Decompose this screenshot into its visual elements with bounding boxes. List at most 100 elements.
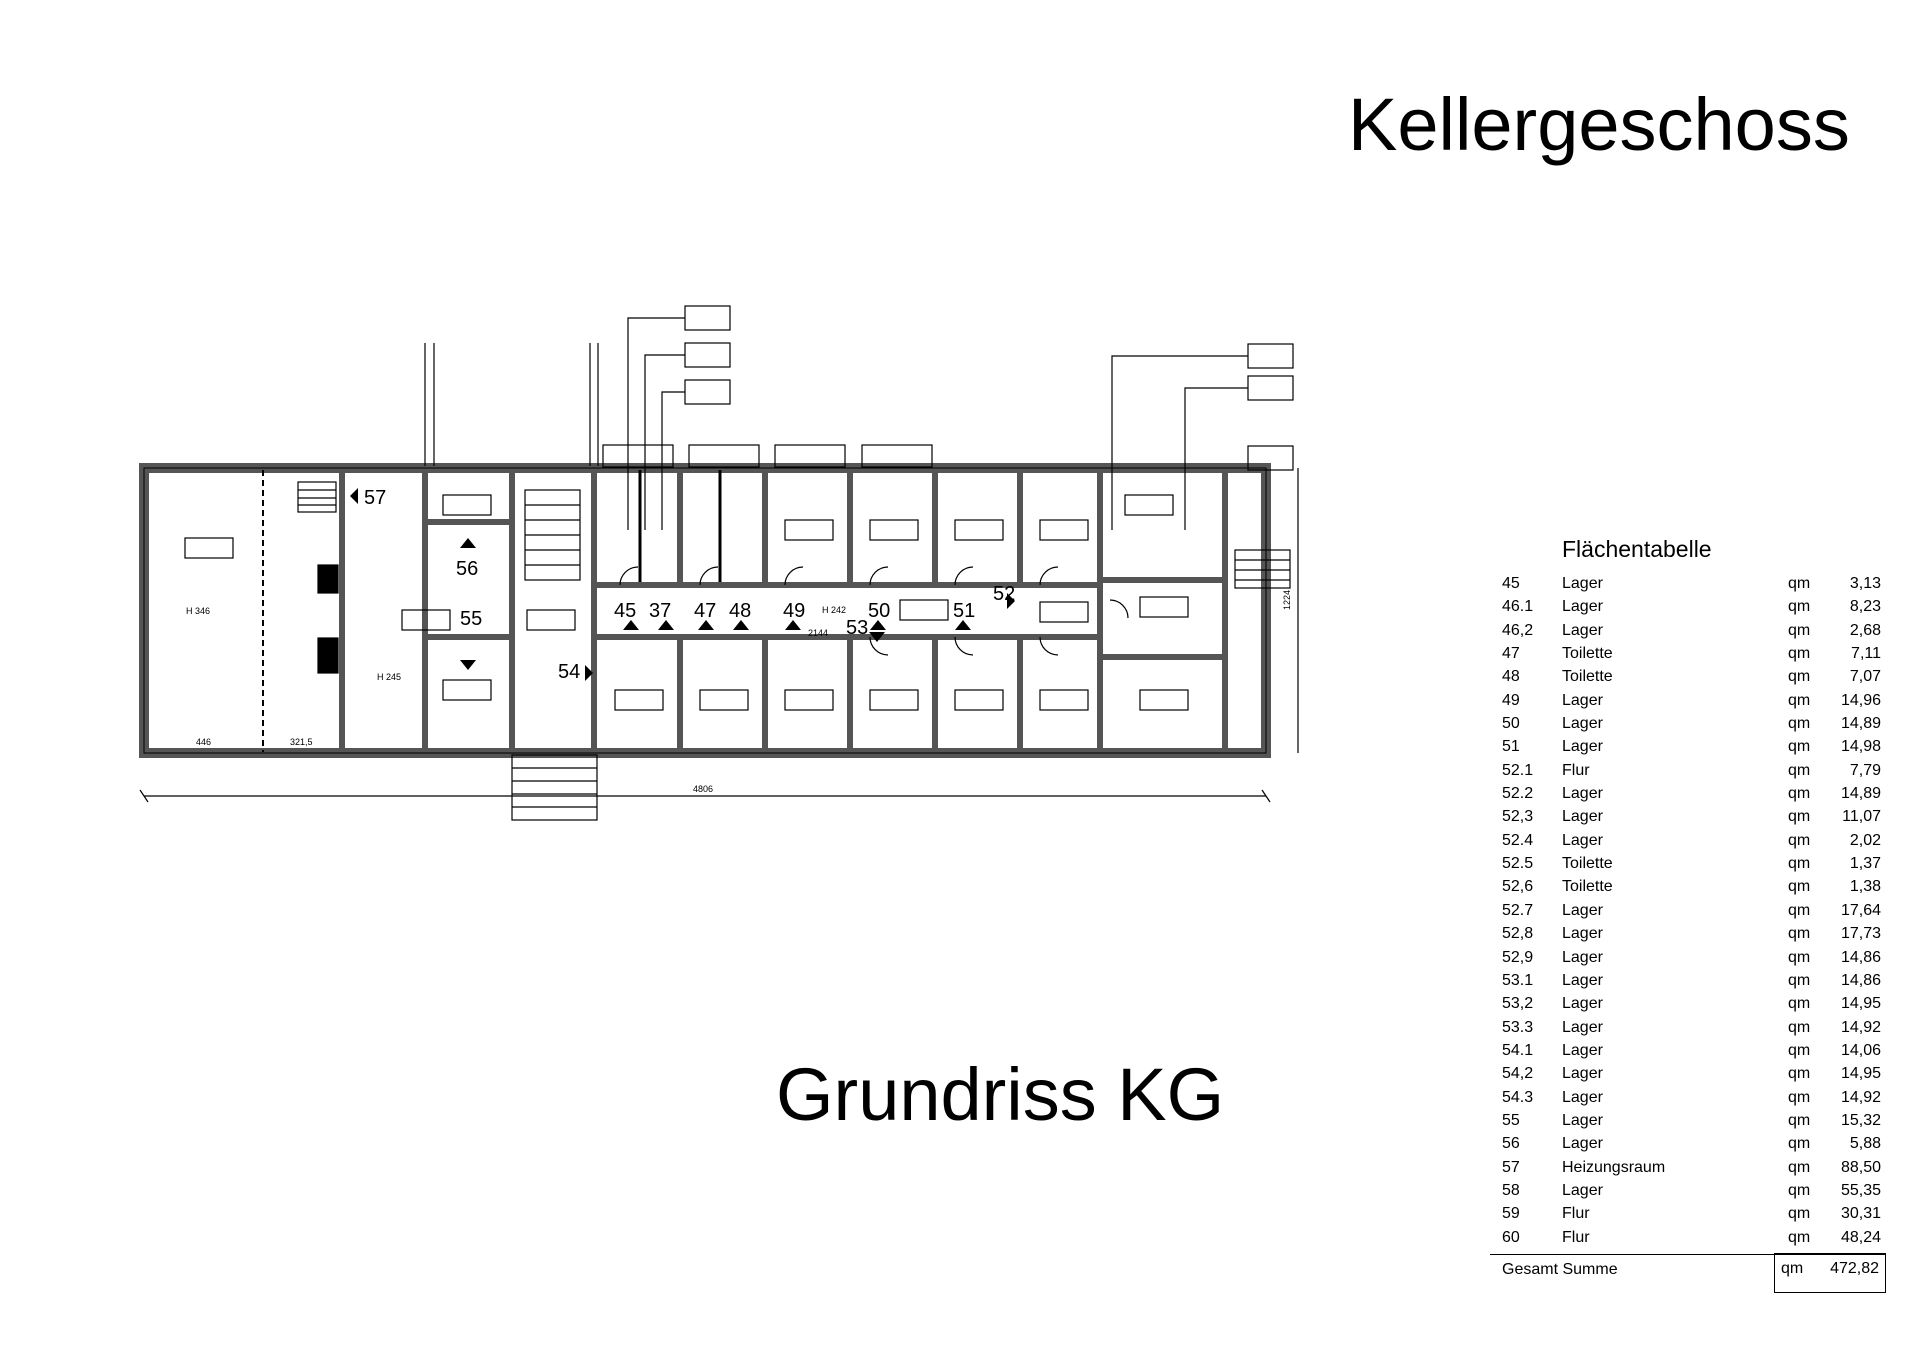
area-value-cell: 55,35 — [1840, 1181, 1881, 1199]
room-name-cell: Flur — [1562, 1228, 1590, 1246]
room-number-cell: 52,9 — [1502, 948, 1534, 966]
area-value-cell: 14,86 — [1840, 971, 1881, 989]
unit-cell: qm — [1788, 1228, 1811, 1246]
room-number-cell: 48 — [1502, 668, 1520, 686]
room-id-h245: H 245 — [377, 672, 401, 682]
unit-cell: qm — [1788, 598, 1811, 616]
room-number-53: 53 — [846, 617, 868, 639]
area-value-cell: 14,89 — [1840, 785, 1881, 803]
unit-cell: qm — [1788, 691, 1811, 709]
area-value-cell: 7,79 — [1849, 761, 1881, 779]
room-number-55: 55 — [460, 608, 482, 630]
unit-cell: qm — [1788, 761, 1811, 779]
unit-cell: qm — [1788, 1088, 1811, 1106]
room-number-cell: 52.5 — [1502, 855, 1534, 873]
unit-cell: qm — [1788, 901, 1811, 919]
room-name-cell: Lager — [1562, 971, 1603, 989]
unit-cell: qm — [1788, 925, 1811, 943]
area-value-cell: 14,89 — [1840, 715, 1881, 733]
plan-subtitle: Grundriss KG — [776, 1053, 1225, 1136]
room-name-cell: Flur — [1562, 1205, 1590, 1223]
table-row: 52,9 Lager qm 14,86 — [1490, 949, 1885, 972]
room-name-cell: Lager — [1562, 948, 1603, 966]
unit-cell: qm — [1788, 808, 1811, 826]
room-number-37: 37 — [649, 600, 671, 622]
page-title: Kellergeschoss — [1348, 83, 1850, 166]
area-value-cell: 48,24 — [1840, 1228, 1881, 1246]
unit-cell: qm — [1788, 995, 1811, 1013]
unit-cell: qm — [1788, 715, 1811, 733]
room-number-57: 57 — [364, 487, 386, 509]
room-name-cell: Lager — [1562, 1018, 1603, 1036]
room-name-cell: Lager — [1562, 598, 1603, 616]
room-number-cell: 58 — [1502, 1181, 1520, 1199]
room-number-cell: 46.1 — [1502, 598, 1534, 616]
area-value-cell: 14,86 — [1840, 948, 1881, 966]
room-number-51: 51 — [953, 600, 975, 622]
room-name-cell: Heizungsraum — [1562, 1158, 1666, 1176]
area-value-cell: 5,88 — [1849, 1135, 1881, 1153]
room-name-cell: Lager — [1562, 901, 1603, 919]
area-value-cell: 17,73 — [1840, 925, 1881, 943]
area-value-cell: 14,95 — [1840, 1065, 1881, 1083]
dim-corridor: 2144 — [808, 628, 828, 638]
room-name-cell: Flur — [1562, 761, 1590, 779]
area-value-cell: 17,64 — [1840, 901, 1881, 919]
room-number-cell: 45 — [1502, 575, 1520, 592]
room-name-cell: Toilette — [1562, 668, 1613, 686]
stairs — [297, 481, 1291, 821]
room-number-cell: 46,2 — [1502, 621, 1534, 639]
room-name-cell: Lager — [1562, 831, 1603, 849]
room-number-cell: 55 — [1502, 1111, 1520, 1129]
room-name-cell: Lager — [1562, 1111, 1603, 1129]
area-value-cell: 14,06 — [1840, 1041, 1881, 1059]
room-number-cell: 59 — [1502, 1205, 1520, 1223]
room-id-h346: H 346 — [186, 606, 210, 616]
room-number-54: 54 — [558, 661, 580, 683]
area-value-cell: 2,02 — [1849, 831, 1881, 849]
total-label: Gesamt Summe — [1502, 1260, 1618, 1278]
room-number-cell: 52,6 — [1502, 878, 1534, 896]
area-value-cell: 14,96 — [1840, 691, 1881, 709]
unit-cell: qm — [1788, 1111, 1811, 1129]
room-name-cell: Lager — [1562, 808, 1603, 826]
room-name-cell: Lager — [1562, 1041, 1603, 1059]
room-number-cell: 54.3 — [1502, 1088, 1534, 1106]
dim-left-room: 446 — [196, 737, 211, 747]
area-value-cell: 7,07 — [1849, 668, 1881, 686]
unit-cell: qm — [1788, 971, 1811, 989]
room-number-cell: 53,2 — [1502, 995, 1534, 1013]
room-name-cell: Lager — [1562, 1088, 1603, 1106]
total-value: 472,82 — [1830, 1259, 1879, 1277]
room-number-cell: 53.1 — [1502, 971, 1534, 989]
room-name-cell: Lager — [1562, 1181, 1603, 1199]
room-name-cell: Lager — [1562, 621, 1603, 639]
room-name-cell: Lager — [1562, 1065, 1603, 1083]
unit-cell: qm — [1788, 785, 1811, 803]
unit-cell: qm — [1788, 621, 1811, 639]
room-number-cell: 57 — [1502, 1158, 1520, 1176]
unit-cell: qm — [1788, 1065, 1811, 1083]
area-value-cell: 1,37 — [1849, 855, 1881, 873]
unit-cell: qm — [1788, 1041, 1811, 1059]
room-number-cell: 54.1 — [1502, 1041, 1534, 1059]
unit-cell: qm — [1788, 948, 1811, 966]
